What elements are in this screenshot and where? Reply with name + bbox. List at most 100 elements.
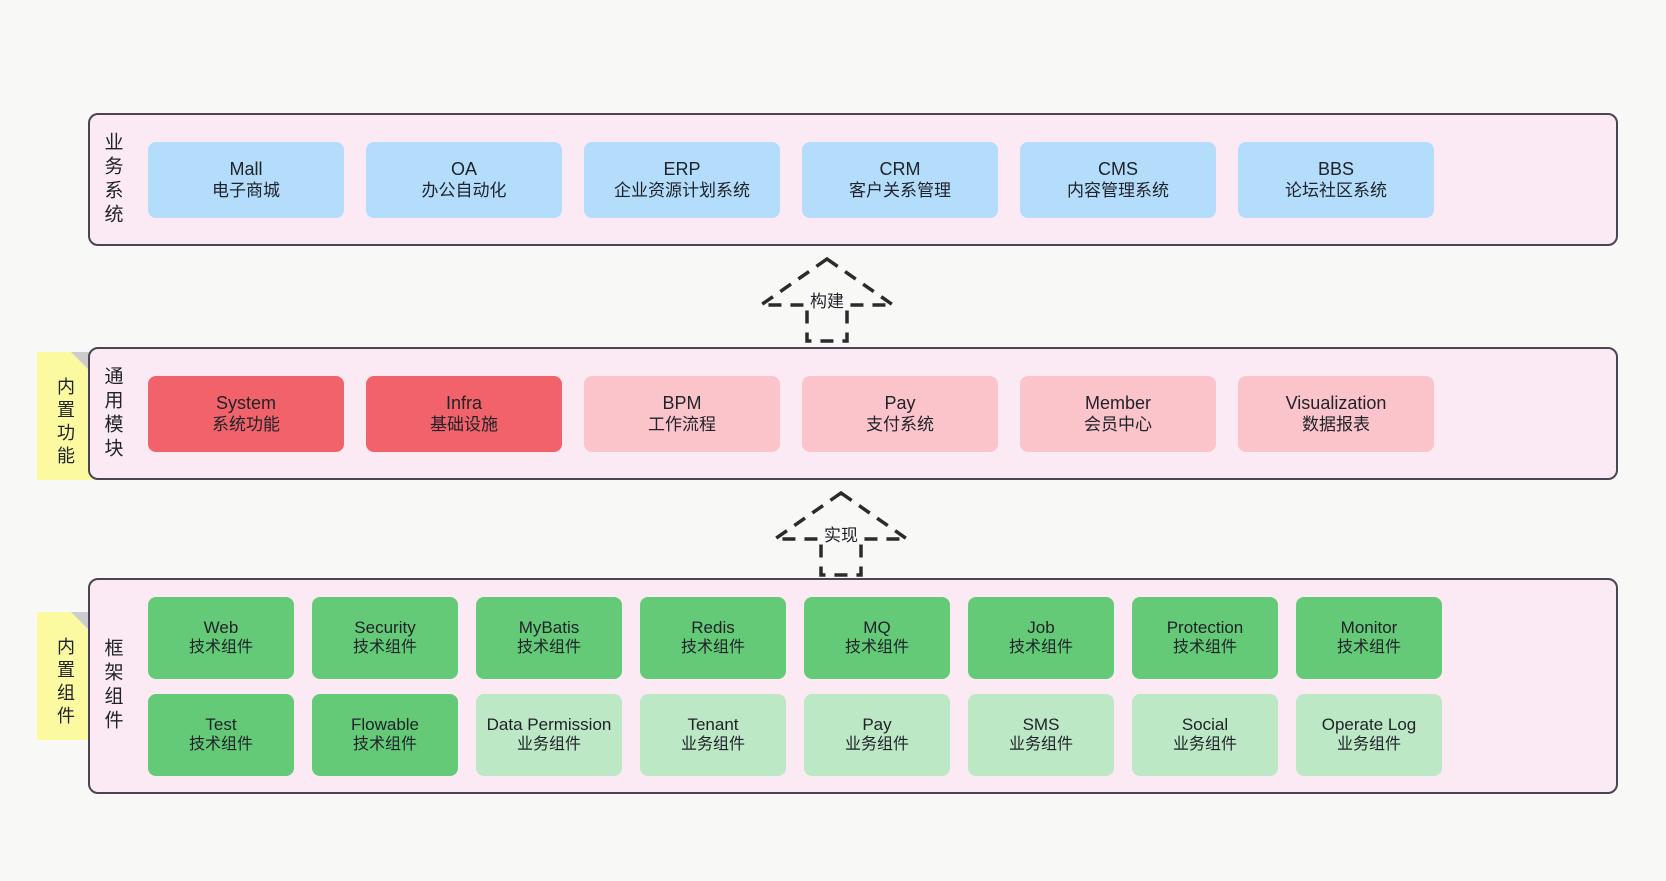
box-title: System xyxy=(215,392,276,413)
box-subtitle: 业务组件 xyxy=(680,736,745,754)
box-title: OA xyxy=(450,158,477,179)
box-title: SMS xyxy=(1022,714,1060,734)
framework-layer-row-technical: Web 技术组件 Security 技术组件 MyBatis 技术组件 Redi… xyxy=(148,596,1602,679)
box-subtitle: 会员中心 xyxy=(1084,415,1152,435)
box-title: Job xyxy=(1027,617,1055,637)
sticky-note-builtin-function: 内置功能 xyxy=(37,352,93,480)
framework-box-web[interactable]: Web 技术组件 xyxy=(148,596,294,679)
framework-layer-body: Web 技术组件 Security 技术组件 MyBatis 技术组件 Redi… xyxy=(134,580,1616,792)
dashed-arrow-icon xyxy=(755,256,899,343)
box-title: Member xyxy=(1084,392,1151,413)
sticky-note-text: 内置组件 xyxy=(55,637,75,729)
framework-box-data-permission[interactable]: Data Permission 业务组件 xyxy=(476,693,622,776)
framework-box-flowable[interactable]: Flowable 技术组件 xyxy=(312,693,458,776)
framework-box-operate-log[interactable]: Operate Log 业务组件 xyxy=(1296,693,1442,776)
common-layer-row: System 系统功能 Infra 基础设施 BPM 工作流程 Pay 支付系统… xyxy=(148,375,1602,452)
framework-box-security[interactable]: Security 技术组件 xyxy=(312,596,458,679)
framework-box-mq[interactable]: MQ 技术组件 xyxy=(804,596,950,679)
common-box-infra[interactable]: Infra 基础设施 xyxy=(366,375,562,452)
box-title: Data Permission xyxy=(486,714,612,734)
framework-box-protection[interactable]: Protection 技术组件 xyxy=(1132,596,1278,679)
box-subtitle: 系统功能 xyxy=(212,415,280,435)
box-title: Web xyxy=(203,617,239,637)
generalization-arrow-implement: 实现 xyxy=(766,487,916,579)
box-title: BPM xyxy=(662,392,702,413)
common-box-visualization[interactable]: Visualization 数据报表 xyxy=(1238,375,1434,452)
framework-box-tenant[interactable]: Tenant 业务组件 xyxy=(640,693,786,776)
box-title: Visualization xyxy=(1285,392,1387,413)
framework-box-monitor[interactable]: Monitor 技术组件 xyxy=(1296,596,1442,679)
box-subtitle: 技术组件 xyxy=(680,639,745,657)
framework-box-redis[interactable]: Redis 技术组件 xyxy=(640,596,786,679)
business-layer-body: Mall 电子商城 OA 办公自动化 ERP 企业资源计划系统 CRM 客户关系… xyxy=(134,115,1616,244)
box-title: Operate Log xyxy=(1321,714,1417,734)
box-title: MyBatis xyxy=(518,617,580,637)
box-subtitle: 客户关系管理 xyxy=(849,181,951,201)
box-title: ERP xyxy=(663,158,701,179)
arrow-implement-label: 实现 xyxy=(824,526,858,545)
business-box-cms[interactable]: CMS 内容管理系统 xyxy=(1020,141,1216,218)
framework-box-social[interactable]: Social 业务组件 xyxy=(1132,693,1278,776)
box-title: Infra xyxy=(445,392,483,413)
box-subtitle: 论坛社区系统 xyxy=(1285,181,1387,201)
framework-box-job[interactable]: Job 技术组件 xyxy=(968,596,1114,679)
framework-layer-row-business: Test 技术组件 Flowable 技术组件 Data Permission … xyxy=(148,693,1602,776)
box-title: CRM xyxy=(879,158,921,179)
business-box-crm[interactable]: CRM 客户关系管理 xyxy=(802,141,998,218)
box-subtitle: 技术组件 xyxy=(844,639,909,657)
box-subtitle: 支付系统 xyxy=(866,415,934,435)
box-subtitle: 工作流程 xyxy=(648,415,716,435)
box-title: Tenant xyxy=(687,714,739,734)
box-title: Pay xyxy=(862,714,892,734)
box-subtitle: 办公自动化 xyxy=(421,181,507,201)
sticky-note-builtin-component: 内置组件 xyxy=(37,612,93,740)
box-subtitle: 技术组件 xyxy=(188,639,253,657)
box-subtitle: 内容管理系统 xyxy=(1067,181,1169,201)
box-subtitle: 业务组件 xyxy=(844,736,909,754)
business-box-oa[interactable]: OA 办公自动化 xyxy=(366,141,562,218)
box-title: Protection xyxy=(1166,617,1244,637)
framework-box-sms[interactable]: SMS 业务组件 xyxy=(968,693,1114,776)
box-subtitle: 技术组件 xyxy=(352,736,417,754)
box-subtitle: 数据报表 xyxy=(1302,415,1370,435)
box-subtitle: 技术组件 xyxy=(1172,639,1237,657)
business-box-bbs[interactable]: BBS 论坛社区系统 xyxy=(1238,141,1434,218)
common-box-bpm[interactable]: BPM 工作流程 xyxy=(584,375,780,452)
box-title: Security xyxy=(354,617,416,637)
framework-component-layer: 框架组件 Web 技术组件 Security 技术组件 MyBatis 技术组件… xyxy=(88,578,1618,794)
box-title: Mall xyxy=(229,158,263,179)
box-subtitle: 企业资源计划系统 xyxy=(614,181,750,201)
framework-box-mybatis[interactable]: MyBatis 技术组件 xyxy=(476,596,622,679)
common-box-system[interactable]: System 系统功能 xyxy=(148,375,344,452)
box-title: Pay xyxy=(884,392,916,413)
box-subtitle: 业务组件 xyxy=(1172,736,1237,754)
box-title: Monitor xyxy=(1340,617,1398,637)
framework-box-pay[interactable]: Pay 业务组件 xyxy=(804,693,950,776)
box-subtitle: 业务组件 xyxy=(1336,736,1401,754)
box-title: BBS xyxy=(1317,158,1355,179)
box-title: Flowable xyxy=(350,714,420,734)
sticky-note-text: 内置功能 xyxy=(55,377,75,469)
box-subtitle: 技术组件 xyxy=(188,736,253,754)
box-subtitle: 技术组件 xyxy=(352,639,417,657)
common-layer-label: 通用模块 xyxy=(101,365,123,462)
box-title: Social xyxy=(1181,714,1229,734)
business-box-mall[interactable]: Mall 电子商城 xyxy=(148,141,344,218)
business-box-erp[interactable]: ERP 企业资源计划系统 xyxy=(584,141,780,218)
common-box-member[interactable]: Member 会员中心 xyxy=(1020,375,1216,452)
box-subtitle: 技术组件 xyxy=(516,639,581,657)
box-subtitle: 电子商城 xyxy=(212,181,280,201)
framework-layer-label: 框架组件 xyxy=(101,638,123,734)
box-subtitle: 技术组件 xyxy=(1336,639,1401,657)
framework-box-test[interactable]: Test 技术组件 xyxy=(148,693,294,776)
box-subtitle: 业务组件 xyxy=(516,736,581,754)
box-title: Test xyxy=(205,714,237,734)
box-title: MQ xyxy=(863,617,891,637)
dashed-arrow-icon xyxy=(769,490,913,577)
business-layer-row: Mall 电子商城 OA 办公自动化 ERP 企业资源计划系统 CRM 客户关系… xyxy=(148,141,1602,218)
business-system-layer: 业务系统 Mall 电子商城 OA 办公自动化 ERP 企业资源计划系统 CRM… xyxy=(88,113,1618,246)
common-box-pay[interactable]: Pay 支付系统 xyxy=(802,375,998,452)
box-title: Redis xyxy=(691,617,735,637)
common-module-layer: 通用模块 System 系统功能 Infra 基础设施 BPM 工作流程 Pay… xyxy=(88,347,1618,480)
